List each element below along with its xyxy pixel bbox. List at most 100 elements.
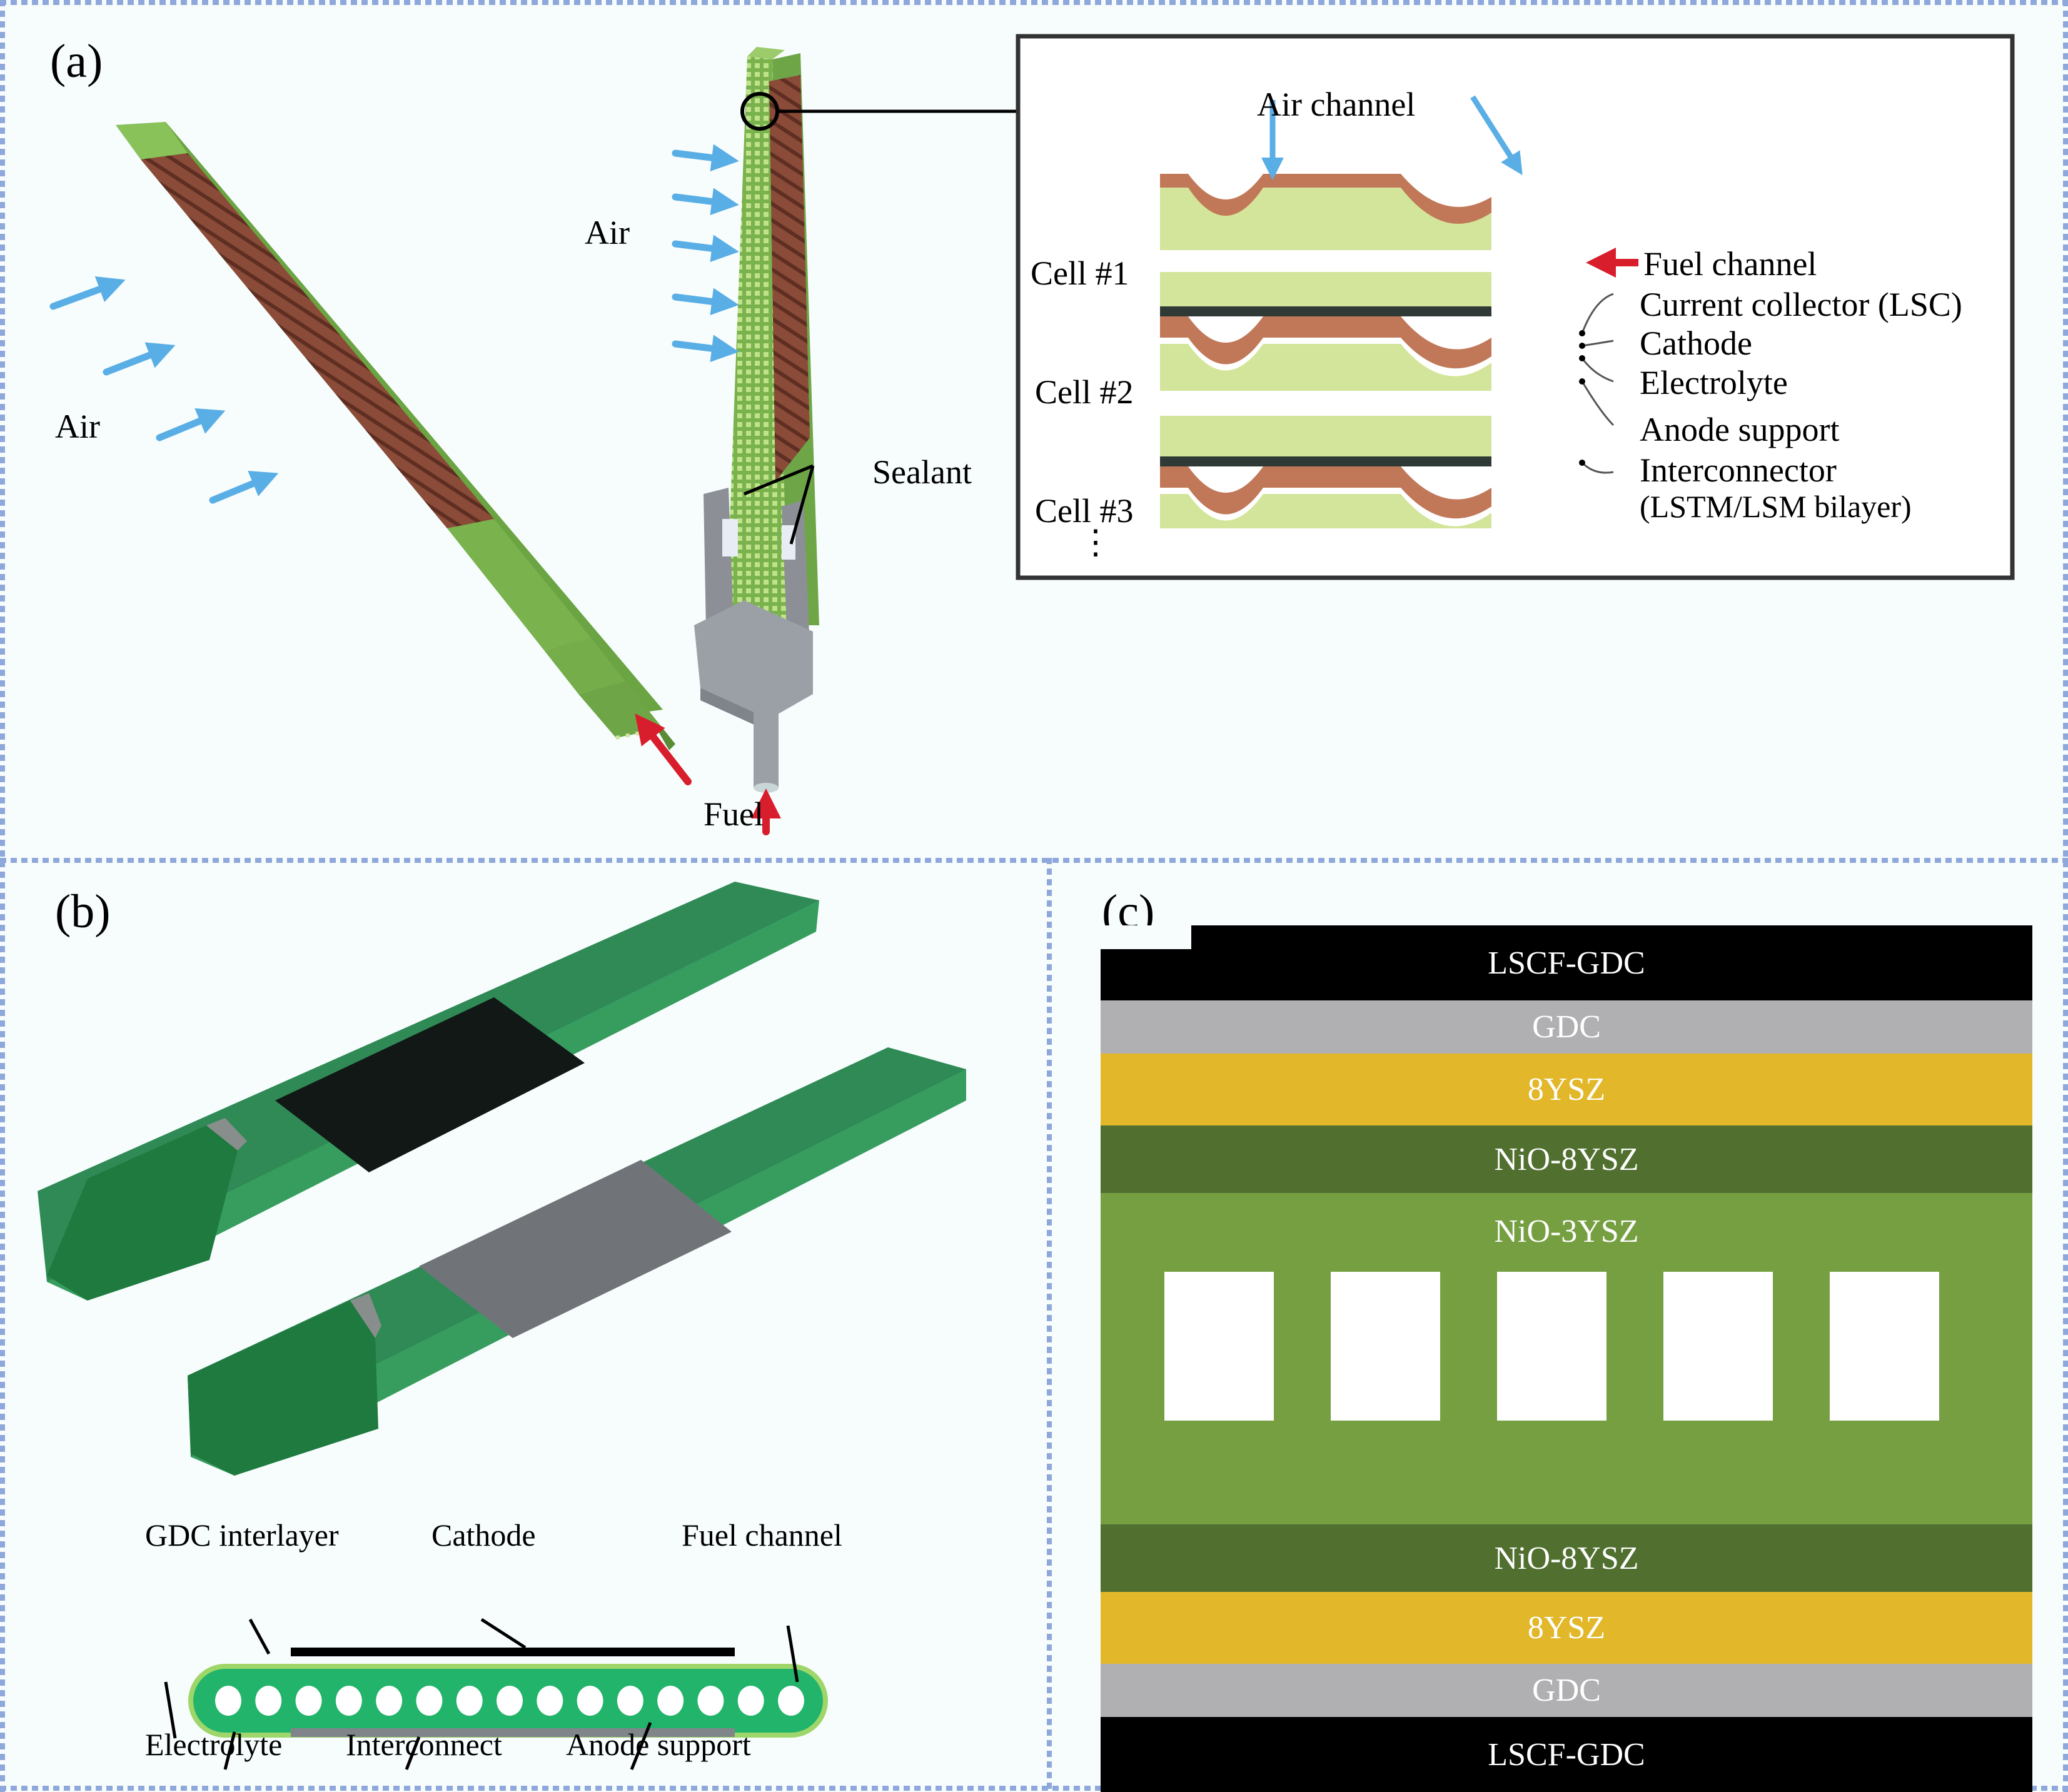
fuel-channel-hole (697, 1686, 724, 1716)
air-channel-label: Air channel (1257, 86, 1416, 123)
inset-diagram (1016, 34, 2015, 580)
panel-border-left (0, 0, 5, 1792)
panel-a-label: (a) (50, 35, 103, 88)
layer-label: NiO-8YSZ (1494, 1540, 1639, 1576)
callout-current-collector: Current collector (LSC) (1640, 286, 1962, 323)
fuel-channel-hole (376, 1686, 403, 1716)
layer-8ysz: 8YSZ (1101, 1592, 2032, 1664)
air-label-right: Air (585, 214, 630, 251)
cell-label-3: Cell #3 (1035, 492, 1134, 530)
air-arrows-left (49, 276, 279, 504)
fuel-arrow-icon (635, 713, 692, 785)
air-arrow-icon (672, 335, 739, 363)
flat-tube-cathode-side (38, 882, 819, 1301)
fuel-channel-hole (416, 1686, 443, 1716)
panel-border-middle (0, 858, 2068, 863)
callout-fuel-channel: Fuel channel (1643, 245, 1817, 283)
cell-2-layers (1160, 316, 1491, 466)
layer-nio-3ysz: NiO-3YSZ (1101, 1193, 2032, 1524)
cell-label-2: Cell #2 (1035, 373, 1134, 411)
layer-nio-8ysz: NiO-8YSZ (1101, 1524, 2032, 1592)
fuel-channel-hole (295, 1686, 322, 1716)
fuel-channel-hole (537, 1686, 563, 1716)
layer-8ysz: 8YSZ (1101, 1054, 2032, 1125)
layer-label: GDC (1532, 1673, 1601, 1708)
panel-a: (a) (0, 0, 2068, 858)
gas-channel (1663, 1272, 1773, 1421)
layer-label: NiO-8YSZ (1494, 1141, 1639, 1177)
air-arrows-right (672, 144, 739, 363)
fuel-channel-hole (577, 1686, 603, 1716)
fuel-inlet-pipe (754, 700, 779, 788)
panel-b-label: (b) (55, 885, 111, 938)
fuel-channel-hole (737, 1686, 764, 1716)
layer-label: NiO-3YSZ (1494, 1214, 1639, 1249)
fuel-channel-hole (617, 1686, 643, 1716)
callout-electrolyte: Electrolyte (1640, 364, 1788, 401)
air-arrow-icon (209, 471, 279, 504)
fuel-arrows (635, 713, 781, 835)
air-arrow-icon (672, 288, 739, 316)
fuel-channel-hole (255, 1686, 282, 1716)
air-arrow-icon (103, 342, 176, 376)
cell-1-layers (1160, 174, 1491, 316)
layer-gdc: GDC (1101, 1000, 2032, 1054)
cross-section-interconnect (291, 1728, 735, 1737)
fuel-channel-hole (215, 1686, 241, 1716)
air-arrow-icon (672, 188, 739, 216)
air-arrow-icon (672, 234, 739, 263)
callout-cathode: Cathode (1640, 325, 1752, 362)
b-label-electrolyte: Electrolyte (145, 1727, 283, 1762)
interconnect-patch (419, 1160, 732, 1338)
gas-channel (1331, 1272, 1440, 1421)
callout-interconnector-detail: (LSTM/LSM bilayer) (1640, 489, 1912, 524)
layer-label: 8YSZ (1527, 1610, 1606, 1646)
panel-border-top (0, 0, 2068, 5)
flat-tube-interconnect-side (188, 1047, 966, 1476)
b-label-interconnect: Interconnect (346, 1727, 502, 1762)
layer-lscf-gdc: LSCF-GDC (1101, 925, 2032, 1000)
sealant-label: Sealant (872, 453, 972, 491)
panel-b-drawing (38, 882, 966, 1770)
label-notch (1101, 925, 1191, 949)
air-channel-arrow-icon (1470, 95, 1523, 176)
layer-label: GDC (1532, 1009, 1601, 1045)
b-label-fuel-channel: Fuel channel (682, 1518, 842, 1553)
layer-lscf-gdc: LSCF-GDC (1101, 1717, 2032, 1792)
layer-label: 8YSZ (1527, 1072, 1606, 1107)
air-arrow-icon (49, 276, 126, 310)
air-arrow-icon (672, 144, 739, 172)
panel-a-drawing (49, 34, 2015, 835)
layer-label: LSCF-GDC (1488, 1736, 1645, 1773)
cathode-patch (275, 997, 585, 1172)
layer-label: LSCF-GDC (1488, 945, 1645, 981)
cell-3-layers (1160, 466, 1491, 528)
panel-b: (b) (0, 863, 1047, 1786)
gas-channel (1497, 1272, 1606, 1421)
panel-border-right (2063, 0, 2068, 1792)
fuel-channel-hole (778, 1686, 804, 1716)
fuel-label: Fuel (704, 795, 764, 833)
b-label-cathode: Cathode (431, 1518, 536, 1553)
gas-channel (1830, 1272, 1939, 1421)
layer-stack: LSCF-GDC GDC 8YSZ NiO-8YSZ NiO-3YSZ NiO-8YSZ 8… (1101, 925, 2032, 1792)
air-arrow-icon (156, 408, 226, 441)
vertical-stack (694, 47, 1018, 793)
fuel-channel-hole (456, 1686, 483, 1716)
fuel-channel-hole (657, 1686, 684, 1716)
cell-label-1: Cell #1 (1031, 254, 1129, 292)
layer-gdc: GDC (1101, 1664, 2032, 1717)
fuel-channels (215, 1686, 804, 1716)
layer-nio-8ysz: NiO-8YSZ (1101, 1125, 2032, 1193)
callout-anode-support: Anode support (1640, 411, 1840, 448)
panel-border-divider (1047, 858, 1052, 1792)
gas-channel (1164, 1272, 1274, 1421)
callout-interconnector: Interconnector (1640, 451, 1837, 489)
cross-section-cathode (291, 1648, 735, 1656)
air-label-left: Air (55, 408, 100, 445)
b-label-gdc-interlayer: GDC interlayer (145, 1518, 339, 1553)
panel-border-bottom (0, 1786, 2068, 1791)
cross-section (164, 1618, 828, 1770)
b-label-anode-support: Anode support (566, 1727, 751, 1762)
